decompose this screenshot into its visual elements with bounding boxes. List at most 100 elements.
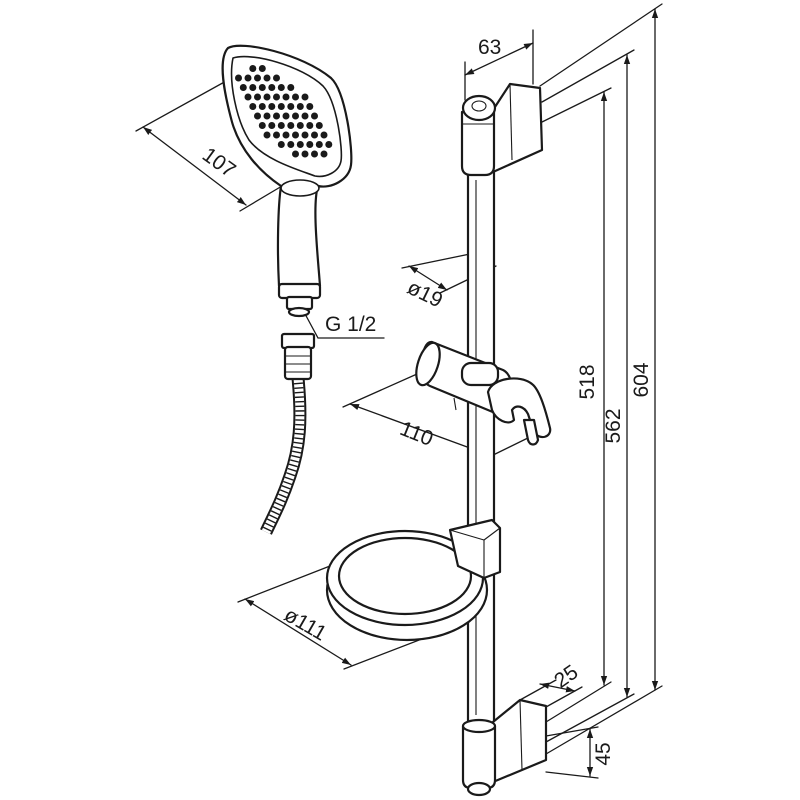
spray-nozzle (292, 112, 299, 120)
spray-nozzle (315, 122, 323, 129)
bracket-top-ring (461, 718, 497, 734)
spray-nozzle (249, 84, 257, 91)
bracket-end-cap (466, 781, 492, 797)
ring-bracket (448, 518, 502, 580)
spray-nozzle (268, 122, 276, 129)
bracket-front (460, 110, 496, 177)
spray-nozzle (282, 93, 290, 101)
bracket-edge (509, 83, 513, 161)
spray-nozzle (292, 150, 299, 158)
spray-nozzle (268, 84, 276, 91)
dimension-518 (541, 87, 612, 723)
spray-nozzle (254, 112, 261, 120)
spray-nozzle (273, 131, 280, 139)
spray-nozzle (263, 131, 271, 139)
bracket-cap (461, 94, 497, 122)
holder-knob (522, 418, 540, 446)
label-g-1-2: G 1/2 (325, 313, 376, 336)
spray-nozzle (287, 84, 295, 91)
spray-nozzle (277, 122, 285, 129)
label-ø111: ø111 (280, 603, 330, 645)
dimension-line (349, 403, 490, 456)
extension-line (401, 253, 471, 269)
extension-line (545, 685, 663, 755)
extension-line (541, 49, 635, 103)
hose-fill (261, 377, 305, 534)
spray-nozzle (301, 131, 309, 139)
spray-nozzle (301, 112, 309, 120)
dimension-107 (135, 79, 283, 212)
spray-nozzle (273, 74, 280, 82)
spray-nozzle (273, 112, 280, 120)
label-604: 604 (630, 362, 653, 397)
bottom-wall-bracket (461, 698, 548, 797)
spray-nozzle (263, 74, 271, 82)
spray-nozzle (296, 122, 304, 129)
spray-nozzle (292, 93, 299, 101)
handset-holder (415, 340, 552, 446)
dimension-line (539, 682, 576, 693)
extension-line (342, 369, 427, 408)
dimension-line (408, 265, 448, 291)
spray-nozzle (263, 112, 271, 120)
spray-nozzle (249, 65, 257, 72)
spray-nozzle (277, 141, 285, 148)
label-45: 45 (592, 742, 615, 765)
spray-nozzle (273, 93, 280, 101)
bracket-cap-inner (471, 100, 487, 112)
spray-nozzle (296, 103, 304, 110)
extension-line (539, 3, 663, 87)
spray-nozzle (306, 141, 314, 148)
spray-nozzle (258, 122, 266, 129)
dimension-25 (519, 679, 583, 708)
extension-line (541, 87, 612, 123)
dimension-45 (545, 726, 599, 779)
dimension-line (464, 42, 534, 76)
spray-nozzle (301, 93, 309, 101)
bracket-edge (519, 699, 523, 771)
spray-nozzle (315, 141, 323, 148)
top-wall-bracket (460, 82, 544, 177)
spray-nozzle (244, 93, 252, 101)
label-110: 110 (397, 417, 437, 451)
extension-line (545, 681, 612, 723)
extension-line (237, 565, 331, 603)
spray-nozzle (287, 122, 295, 129)
extension-line (545, 726, 599, 737)
label-562: 562 (602, 408, 625, 443)
label-107: 107 (198, 143, 240, 182)
dimension-line (244, 598, 352, 666)
extension-line (545, 771, 599, 779)
spray-nozzle (244, 74, 252, 82)
spray-nozzle (258, 84, 266, 91)
spray-nozzle (311, 131, 318, 139)
shower-hose (260, 377, 307, 535)
connector-sleeve (283, 345, 313, 381)
spray-nozzle (235, 74, 242, 82)
label-ø19: ø19 (404, 276, 447, 313)
spray-nozzle (268, 103, 276, 110)
spray-nozzle (301, 150, 309, 158)
dimension-604 (539, 3, 663, 755)
spray-nozzle (296, 141, 304, 148)
spray-nozzle (277, 84, 285, 91)
spray-nozzle (249, 103, 257, 110)
spray-nozzle (311, 112, 318, 120)
slide-rail (466, 148, 496, 752)
extension-line (519, 679, 557, 701)
dimension-line (142, 126, 247, 206)
spray-nozzle (320, 150, 328, 158)
ring-bracket-edge (483, 527, 501, 541)
ring-inner (337, 536, 473, 616)
label-25: 25 (550, 661, 582, 693)
soap-dish (325, 518, 502, 642)
spray-nozzles (235, 65, 333, 158)
spray-nozzle (282, 131, 290, 139)
spray-nozzle (306, 103, 314, 110)
spray-nozzle (239, 84, 247, 91)
spray-nozzle (306, 122, 314, 129)
extension-line (239, 185, 283, 212)
spray-nozzle (320, 131, 328, 139)
handle-neck (280, 179, 320, 197)
